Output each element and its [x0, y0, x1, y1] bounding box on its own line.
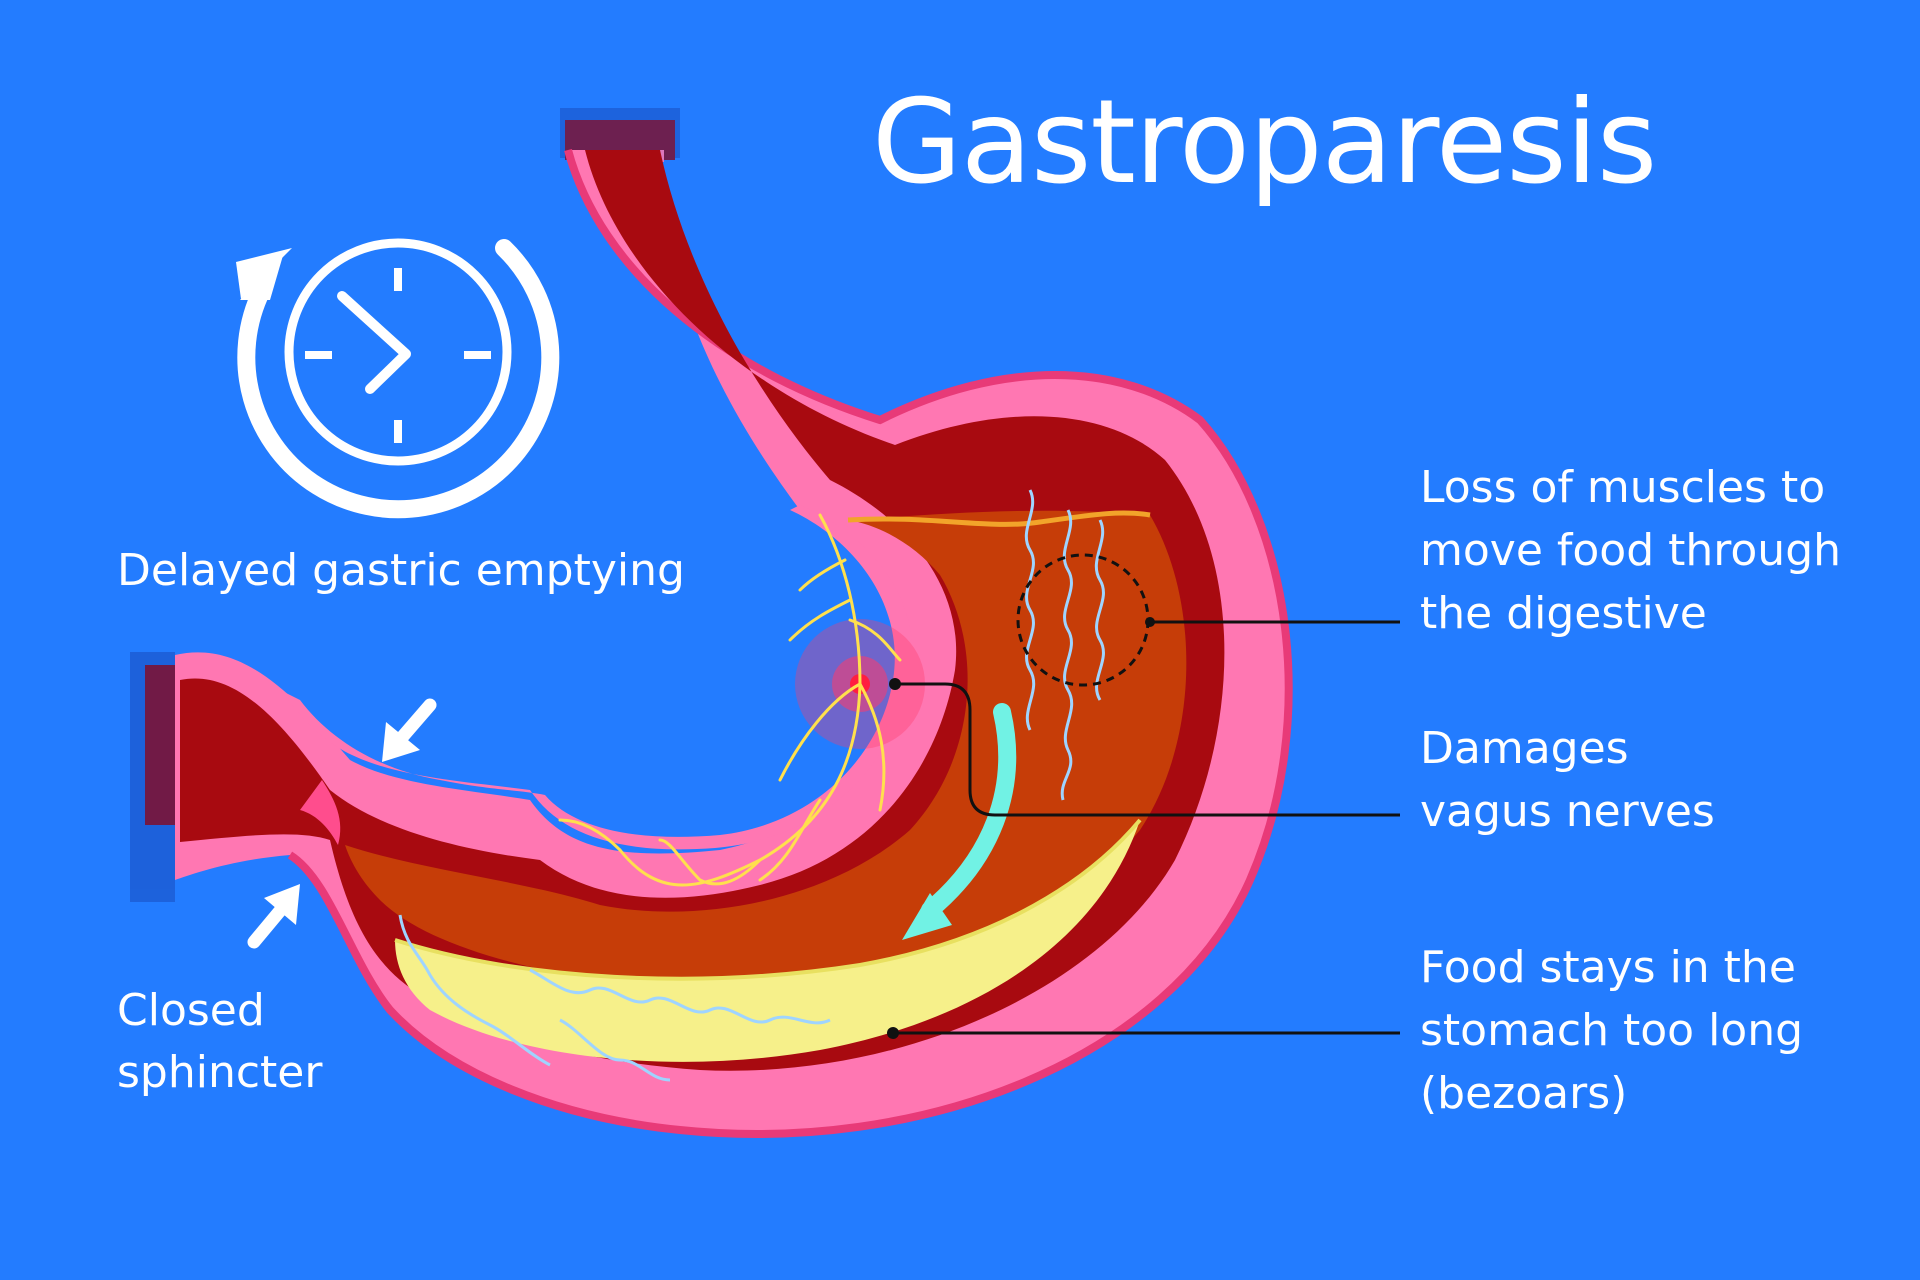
clock-icon	[284, 238, 512, 466]
stomach	[130, 108, 1293, 1138]
vagus-nerves-line-1: Damages	[1420, 723, 1629, 774]
loss-of-muscles-line-1: Loss of muscles to	[1420, 462, 1826, 513]
inner-wall	[280, 505, 913, 850]
food-stays-line-3: (bezoars)	[1420, 1068, 1628, 1119]
loss-of-muscles-line-3: the digestive	[1420, 588, 1707, 639]
loss-of-muscles-line-2: move food through	[1420, 525, 1842, 576]
flow-arrow-icon	[902, 703, 1017, 940]
closed-sphincter-line-2: sphincter	[117, 1047, 323, 1098]
delayed-emptying-label: Delayed gastric emptying	[117, 545, 685, 596]
leader-lines	[893, 620, 1400, 1035]
vagus-nerves-line-2: vagus nerves	[1420, 786, 1715, 837]
closed-sphincter-label: Closed sphincter	[117, 980, 322, 1104]
pyloric-sphincter	[300, 780, 341, 845]
vagus-nerves	[558, 513, 902, 887]
vagus-nerves-label: Damages vagus nerves	[1420, 717, 1715, 843]
food-stays-line-1: Food stays in the	[1420, 942, 1796, 993]
closed-sphincter-line-1: Closed	[117, 985, 265, 1036]
food-stays-label: Food stays in the stomach too long (bezo…	[1420, 936, 1803, 1125]
food-bezoar	[395, 820, 1140, 1062]
delayed-emptying-icon	[236, 238, 560, 519]
arrow-up-right-icon	[247, 884, 300, 949]
arrow-down-left-icon	[382, 698, 437, 762]
loss-of-muscles-label: Loss of muscles to move food through the…	[1420, 456, 1841, 645]
food-stays-line-2: stomach too long	[1420, 1005, 1804, 1056]
muscle-waves	[398, 489, 1105, 1082]
circular-arrow-icon	[237, 239, 560, 519]
page-title: Gastroparesis	[872, 75, 1657, 210]
